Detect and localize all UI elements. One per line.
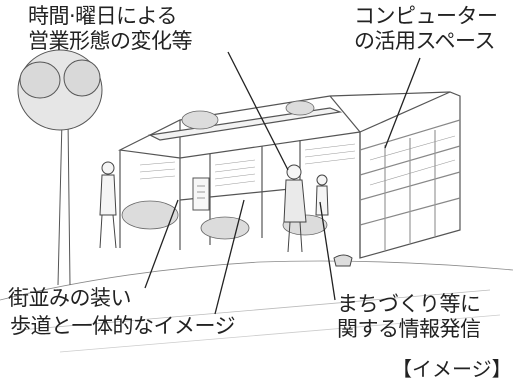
image-caption: 【イメージ】 xyxy=(392,357,512,381)
pedestrians xyxy=(99,161,353,267)
signboard xyxy=(192,177,210,211)
label-info-dispatch-line-2: 関する情報発信 xyxy=(337,317,481,341)
sidewalk-ground xyxy=(0,260,513,353)
label-hours-change-line-1: 時間·曜日による xyxy=(28,4,178,28)
leader-lines xyxy=(144,51,421,315)
label-hours-change: 時間·曜日による 営業形態の変化等 xyxy=(28,4,193,54)
label-computer-space-line-1: コンピューター xyxy=(354,4,498,28)
interior-shading xyxy=(139,135,456,187)
label-info-dispatch-line-1: まちづくり等に xyxy=(337,292,481,316)
street-tree xyxy=(17,49,103,286)
label-street-decor: 街並みの装い xyxy=(8,286,132,310)
label-computer-space-line-2: の活用スペース xyxy=(354,29,495,53)
shrubs xyxy=(121,100,328,240)
label-info-dispatch: まちづくり等に 関する情報発信 xyxy=(337,292,481,342)
label-sidewalk-image: 歩道と一体的なイメージ xyxy=(10,314,236,338)
label-computer-space: コンピューター の活用スペース xyxy=(354,4,498,54)
label-hours-change-line-2: 営業形態の変化等 xyxy=(28,29,193,53)
